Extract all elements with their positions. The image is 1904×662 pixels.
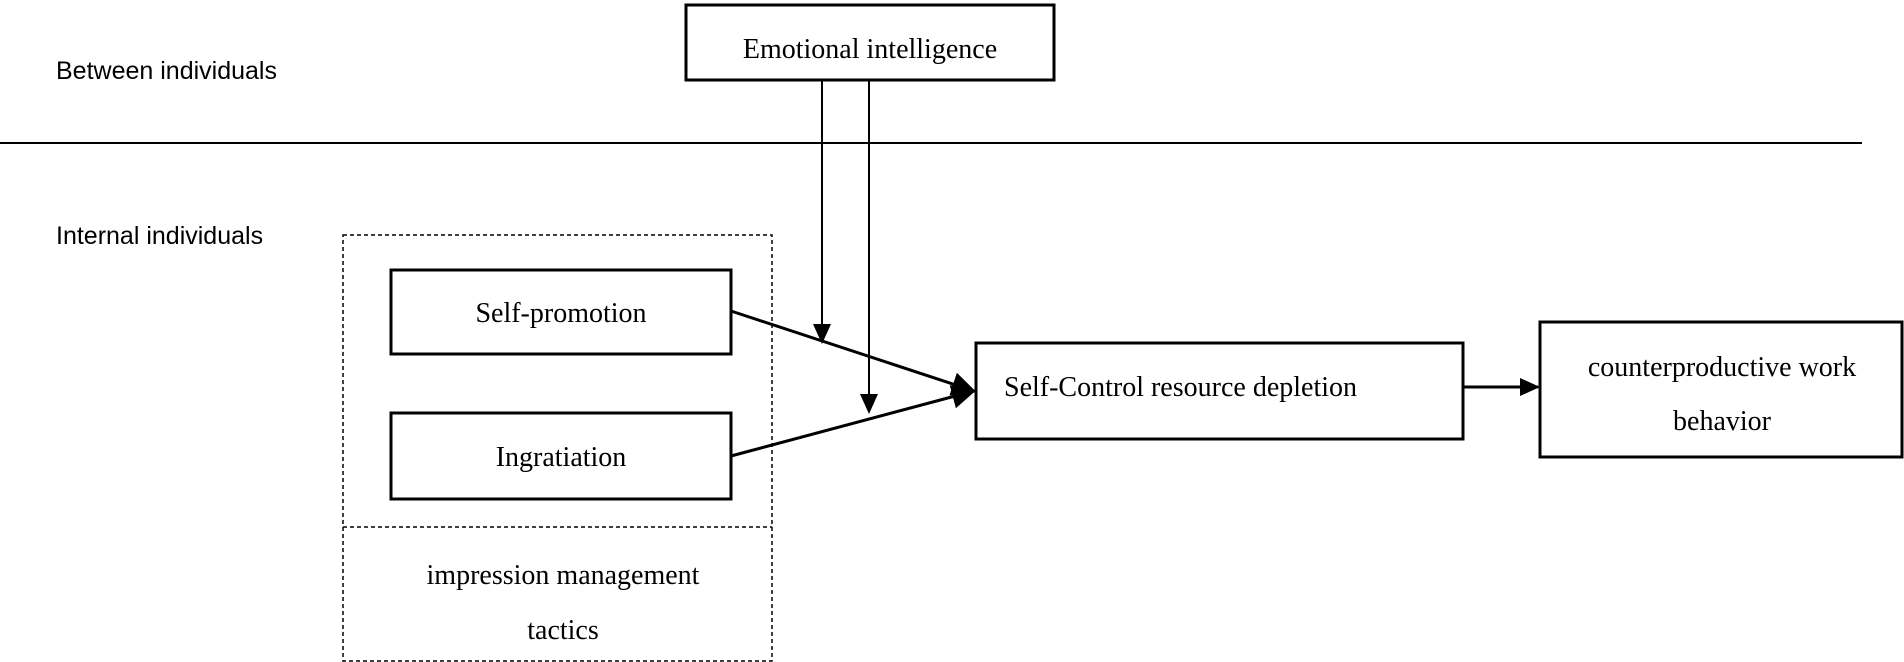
node-emotional-intelligence: Emotional intelligence: [684, 3, 1056, 82]
node-depletion: Self-Control resource depletion: [974, 341, 1465, 441]
node-depletion-label: Self-Control resource depletion: [1004, 372, 1357, 403]
node-ingratiation-label: Ingratiation: [496, 442, 627, 473]
arrow-ingratiation-to-depletion: [730, 385, 976, 458]
level-label-between: Between individuals: [56, 57, 277, 85]
node-self-promotion: Self-promotion: [389, 268, 733, 356]
group-label-line2: tactics: [527, 615, 599, 646]
group-label-line1: impression management: [427, 560, 700, 591]
node-cwb-label-line2: behavior: [1673, 406, 1772, 437]
node-self-promotion-label: Self-promotion: [475, 298, 646, 329]
node-ingratiation: Ingratiation: [389, 411, 733, 501]
group-impression-management-tactics: impression management tactics: [342, 234, 773, 662]
node-cwb-label-line1: counterproductive work: [1588, 352, 1856, 383]
arrow-self-promotion-to-depletion: [730, 309, 976, 396]
level-label-within: Internal individuals: [56, 222, 263, 250]
node-cwb: counterproductive work behavior: [1538, 320, 1904, 459]
node-emotional-intelligence-label: Emotional intelligence: [743, 34, 997, 65]
